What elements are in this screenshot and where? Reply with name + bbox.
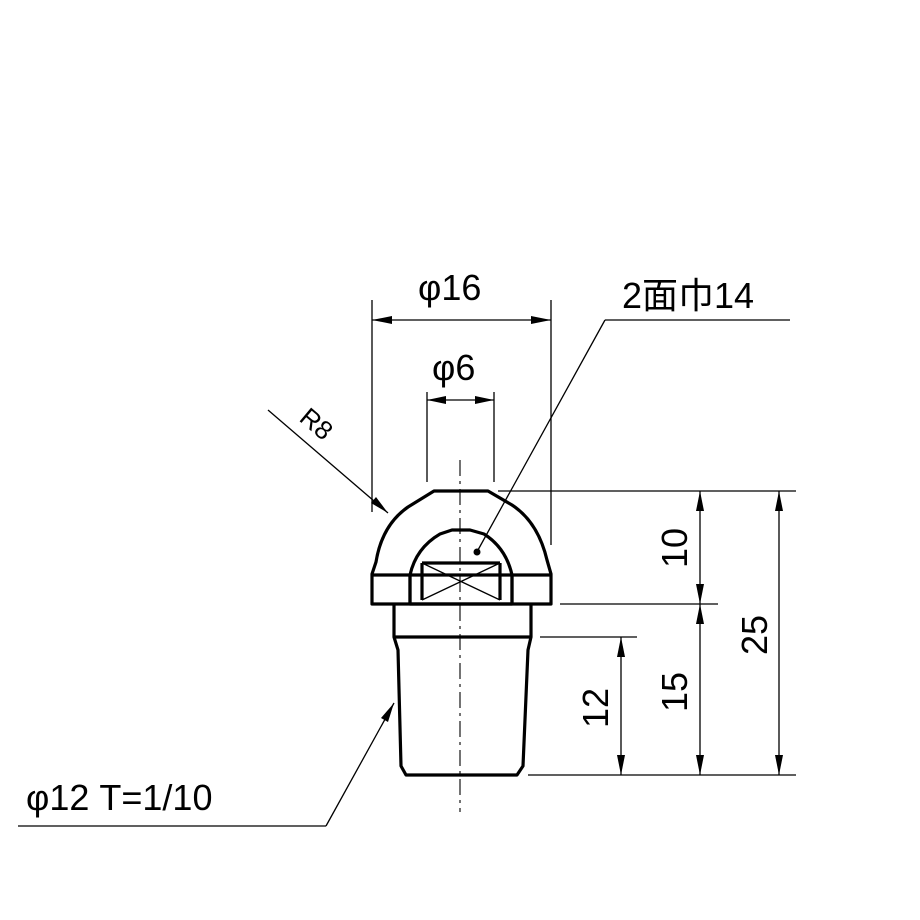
radius-leader: [267, 409, 389, 514]
socket-cross: [421, 562, 501, 601]
across-flats-leader: [477, 319, 606, 551]
dim12-label: 12: [575, 688, 616, 728]
dim6-arrow-left: [427, 396, 446, 404]
shank-outline: [392, 604, 533, 777]
across-flats-label: 2面巾14: [622, 275, 754, 316]
radius-label: R8: [294, 402, 339, 446]
dim16-arrow-left: [372, 316, 392, 324]
dim25-arrow-bottom: [775, 755, 783, 775]
dim16-arrow-right: [531, 316, 551, 324]
dim6-arrow-right: [475, 396, 494, 404]
dim15-label: 15: [654, 672, 695, 712]
dim12-arrow-top: [617, 637, 625, 657]
head-dome-outline: [370, 489, 553, 606]
dim15-arrow-bottom: [696, 755, 704, 775]
across-flats-dot: [473, 548, 481, 556]
taper-arrow: [381, 703, 394, 722]
dim25-arrow-top: [775, 491, 783, 511]
dim10-label: 10: [654, 528, 695, 568]
socket-cavity: [408, 528, 514, 606]
dim6-label: φ6: [432, 347, 475, 388]
radius-arrow: [371, 497, 388, 513]
dim10-arrow-top: [696, 491, 704, 511]
dim25-label: 25: [734, 615, 775, 655]
taper-leader: [325, 702, 395, 827]
dim12-arrow-bottom: [617, 755, 625, 775]
dim16-label: φ16: [418, 267, 481, 308]
socket-box: [420, 561, 502, 600]
dim10-arrow-bottom: [696, 584, 704, 604]
taper-label: φ12 T=1/10: [26, 777, 212, 818]
dim15-arrow-top: [696, 604, 704, 624]
